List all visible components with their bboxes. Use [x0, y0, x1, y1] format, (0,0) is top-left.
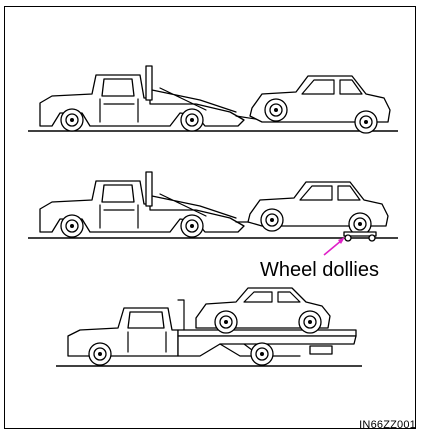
towed-car	[250, 76, 390, 133]
wheel-dollies-label: Wheel dollies	[260, 260, 379, 280]
towed-car	[248, 182, 388, 235]
scene-flatbed	[56, 288, 362, 366]
figure-code: IN66ZZ001	[359, 419, 416, 431]
carried-car	[196, 288, 330, 333]
scene-wheel-lift	[28, 66, 398, 133]
tow-truck	[40, 172, 262, 237]
tow-truck	[40, 66, 262, 131]
callout-arrow	[324, 240, 342, 255]
scene-wheel-dollies	[28, 172, 398, 255]
wheel-dolly	[344, 232, 376, 241]
